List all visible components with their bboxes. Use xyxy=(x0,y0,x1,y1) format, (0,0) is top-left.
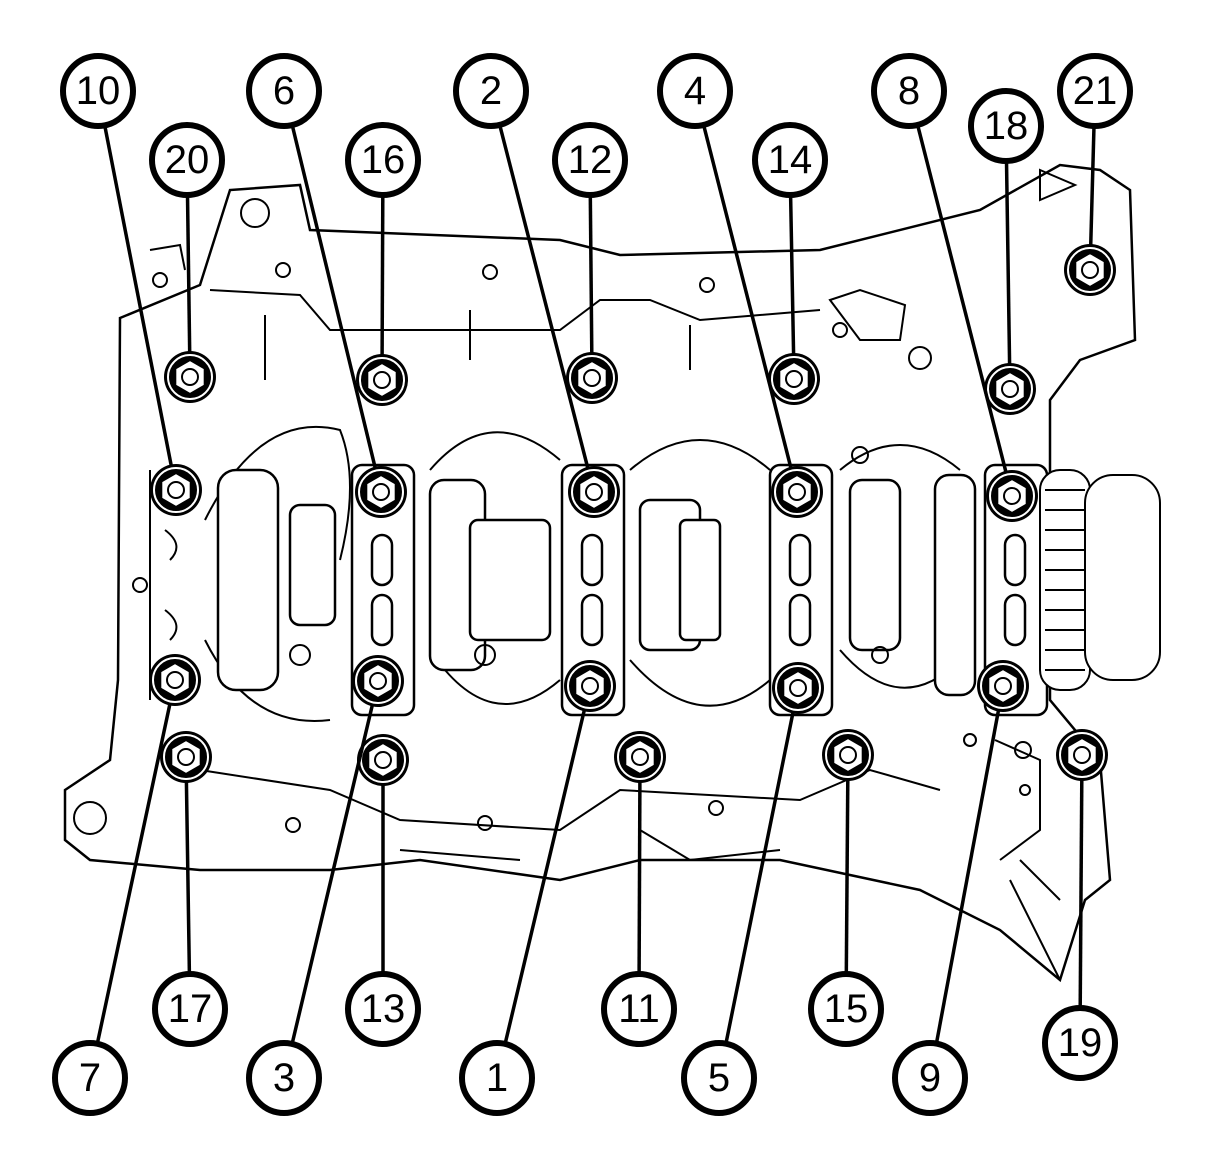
callout-15-label: 15 xyxy=(824,987,869,1031)
bolt-20 xyxy=(164,351,216,403)
callout-12: 12 xyxy=(552,122,628,198)
callout-10: 10 xyxy=(60,53,136,129)
leader-lines xyxy=(95,124,1096,1045)
bolt-12 xyxy=(566,352,618,404)
callout-8: 8 xyxy=(871,53,947,129)
callout-17: 17 xyxy=(152,971,228,1047)
callout-10-label: 10 xyxy=(76,69,121,113)
leader-line-2 xyxy=(498,124,590,470)
leader-line-12 xyxy=(588,194,594,355)
callout-11-label: 11 xyxy=(618,987,660,1031)
callout-5: 5 xyxy=(681,1040,757,1116)
bolt-3 xyxy=(352,655,404,707)
callout-20-label: 20 xyxy=(165,138,210,182)
bolt-5 xyxy=(772,662,824,714)
bolt-2 xyxy=(568,466,620,518)
bolt-4 xyxy=(771,466,823,518)
callout-7: 7 xyxy=(52,1040,128,1116)
leader-line-7 xyxy=(95,703,172,1045)
callout-16-label: 16 xyxy=(361,138,406,182)
callout-19: 19 xyxy=(1042,1005,1118,1081)
leader-line-17 xyxy=(184,780,192,975)
callout-4-label: 4 xyxy=(684,69,706,113)
callout-19-label: 19 xyxy=(1058,1021,1103,1065)
callout-14: 14 xyxy=(752,122,828,198)
bolt-heads xyxy=(149,244,1116,786)
callout-9: 9 xyxy=(892,1040,968,1116)
callout-8-label: 8 xyxy=(898,69,920,113)
bolt-11 xyxy=(614,731,666,783)
leader-line-3 xyxy=(290,703,375,1045)
callout-18: 18 xyxy=(968,88,1044,164)
leader-line-11 xyxy=(637,780,642,975)
callout-1: 1 xyxy=(459,1040,535,1116)
callout-2: 2 xyxy=(453,53,529,129)
callout-9-label: 9 xyxy=(919,1056,941,1100)
callout-16: 16 xyxy=(345,122,421,198)
leader-line-16 xyxy=(380,194,385,357)
bolt-16 xyxy=(356,354,408,406)
leader-line-14 xyxy=(788,194,796,356)
callout-15: 15 xyxy=(808,971,884,1047)
callout-4: 4 xyxy=(657,53,733,129)
leader-line-1 xyxy=(503,708,587,1045)
leader-line-18 xyxy=(1004,160,1012,366)
callout-21: 21 xyxy=(1057,53,1133,129)
bolt-19 xyxy=(1056,729,1108,781)
leader-line-15 xyxy=(844,778,850,975)
callout-20: 20 xyxy=(149,122,225,198)
leader-line-6 xyxy=(290,124,378,470)
bolt-15 xyxy=(822,729,874,781)
leader-line-4 xyxy=(701,124,793,470)
callout-2-label: 2 xyxy=(480,69,502,113)
bolt-21 xyxy=(1064,244,1116,296)
callout-6: 6 xyxy=(246,53,322,129)
leader-line-5 xyxy=(724,711,795,1045)
leader-line-9 xyxy=(934,709,1001,1044)
leader-line-8 xyxy=(915,124,1008,474)
leader-line-21 xyxy=(1088,125,1096,247)
callout-7-label: 7 xyxy=(79,1056,101,1100)
bolt-14 xyxy=(768,353,820,405)
bolt-1 xyxy=(564,660,616,712)
leader-line-20 xyxy=(185,194,192,354)
callout-13-label: 13 xyxy=(361,987,406,1031)
callout-13: 13 xyxy=(345,971,421,1047)
bolt-6 xyxy=(355,466,407,518)
bolt-13 xyxy=(357,734,409,786)
bolt-10 xyxy=(150,464,202,516)
leader-line-10 xyxy=(102,124,174,467)
callout-21-label: 21 xyxy=(1073,69,1118,113)
callout-11: 11 xyxy=(601,971,677,1047)
engine-block-illustration xyxy=(63,163,1161,983)
callout-17-label: 17 xyxy=(168,987,213,1031)
bolt-17 xyxy=(160,731,212,783)
callout-3: 3 xyxy=(246,1040,322,1116)
callout-5-label: 5 xyxy=(708,1056,730,1100)
callout-labels: 10 6 2 4 8 21 20 16 12 14 18 7 17 3 13 1… xyxy=(52,53,1133,1116)
callout-18-label: 18 xyxy=(984,104,1029,148)
leader-line-19 xyxy=(1078,778,1084,1009)
bolt-7 xyxy=(149,654,201,706)
callout-6-label: 6 xyxy=(273,69,295,113)
bolt-8 xyxy=(986,470,1038,522)
callout-1-label: 1 xyxy=(486,1056,508,1100)
bolt-9 xyxy=(977,660,1029,712)
bolt-18 xyxy=(984,363,1036,415)
callout-12-label: 12 xyxy=(568,138,613,182)
callout-3-label: 3 xyxy=(273,1056,295,1100)
callout-14-label: 14 xyxy=(768,138,813,182)
